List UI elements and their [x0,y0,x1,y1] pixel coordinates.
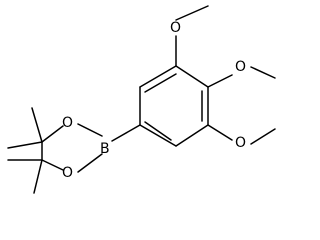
boron-oxygen-bond-top [77,123,103,137]
methyl-bond-top [175,5,209,21]
ring-oxygen-label-top: O [62,115,73,131]
methoxy-oxygen-label-top: O [170,20,181,36]
methoxy-groups [175,5,276,145]
boron-label: B [100,141,110,157]
oxygen-carbon-bond-bottom [41,159,64,171]
ring-bond [139,124,177,147]
oxygen-carbon-bond-top [41,125,64,143]
methoxy-oxygen-label-bottom: O [235,135,246,151]
ring-bond [175,65,209,88]
methyl-bond-bottom [250,128,276,145]
methyl-bond [31,107,43,143]
dioxaborolane-ring [41,123,103,173]
ring-bond [139,65,177,88]
methyl-bond [7,141,43,149]
structure-canvas: B O O O O O [7,5,276,194]
aryl-boron-bond [111,124,141,142]
ring-bond [175,124,209,147]
ring-double-bond-inner [144,121,172,141]
benzene-ring [139,65,209,147]
methyl-bond-middle [250,66,276,79]
methoxy-oxygen-label-middle: O [235,59,246,75]
methoxy-bond-bottom [207,124,233,141]
trimethoxyphenyl-pinacol-boronate-structure: B O O O O O [7,5,276,194]
methyl-bond [33,159,43,194]
methoxy-bond-middle [207,74,233,88]
ring-oxygen-label-bottom: O [62,165,73,181]
ring-double-bond-inner [144,73,177,93]
methyl-groups [7,107,43,194]
boron-oxygen-bond-bottom [77,153,103,173]
